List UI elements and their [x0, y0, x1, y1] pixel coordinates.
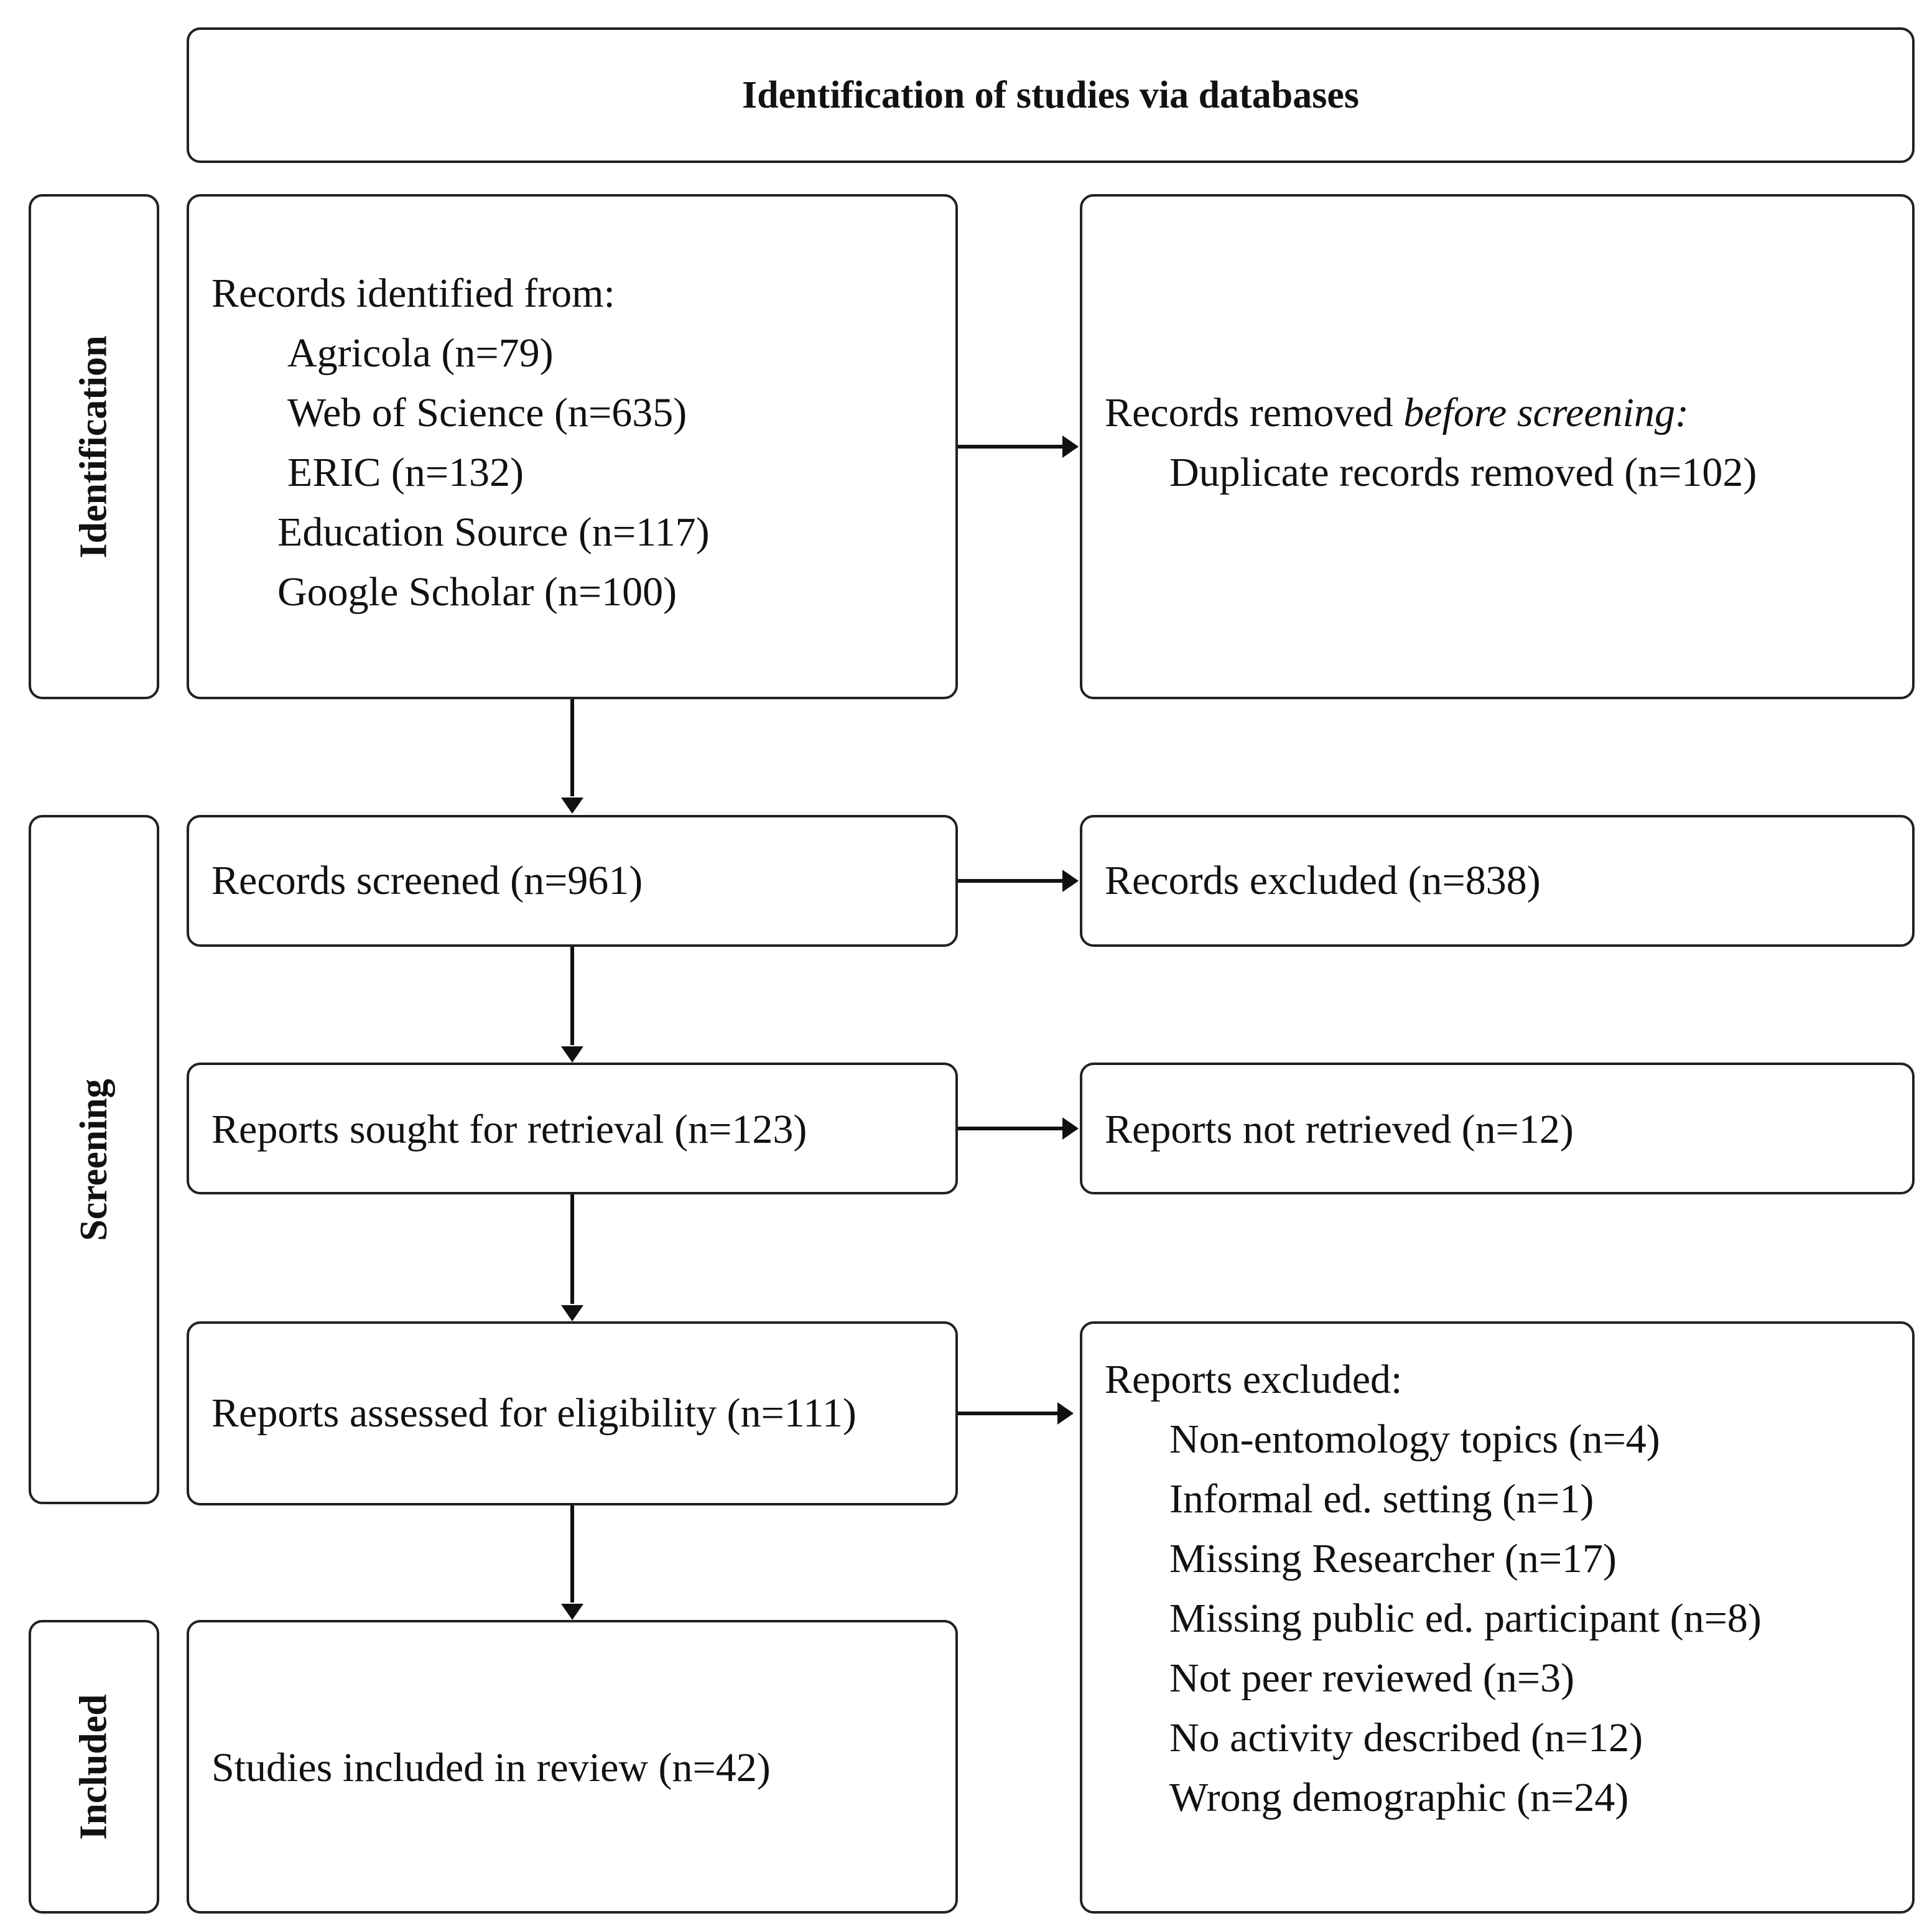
reports-not-retrieved-text: Reports not retrieved (n=12) [1105, 1107, 1574, 1152]
reports-excluded-title: Reports excluded: [1105, 1357, 1403, 1402]
arrowhead-identified-to-removed [1062, 435, 1079, 458]
arrowhead-identified-to-screened [561, 798, 583, 814]
phase-included: Included [29, 1620, 159, 1914]
studies-included-text: Studies included in review (n=42) [211, 1745, 771, 1790]
exclusion-reason: Not peer reviewed (n=3) [1169, 1655, 1575, 1701]
records-identified-box: Records identified from: Agricola (n=79)… [187, 194, 958, 699]
arrowhead-sought-to-assessed [561, 1305, 583, 1321]
source-google-scholar: Google Scholar (n=100) [277, 569, 677, 615]
records-removed-prefix: Records removed [1105, 390, 1404, 435]
source-web-of-science: Web of Science (n=635) [287, 390, 687, 435]
records-excluded-text: Records excluded (n=838) [1105, 858, 1541, 903]
arrowhead-screened-to-excluded [1062, 870, 1079, 892]
exclusion-reason: Wrong demographic (n=24) [1169, 1775, 1629, 1820]
records-removed-box: Records removed before screening: Duplic… [1080, 194, 1915, 699]
studies-included-box: Studies included in review (n=42) [187, 1620, 958, 1914]
reports-assessed-box: Reports assessed for eligibility (n=111) [187, 1321, 958, 1505]
records-excluded-box: Records excluded (n=838) [1080, 815, 1915, 947]
exclusion-reason: Missing Researcher (n=17) [1169, 1536, 1617, 1581]
source-education-source: Education Source (n=117) [277, 509, 710, 555]
duplicate-records-removed: Duplicate records removed (n=102) [1169, 450, 1757, 495]
arrowhead-assessed-to-reports-excluded [1057, 1402, 1074, 1425]
exclusion-reason: Informal ed. setting (n=1) [1169, 1476, 1594, 1522]
records-screened-box: Records screened (n=961) [187, 815, 958, 947]
phase-identification: Identification [29, 194, 159, 699]
reports-sought-text: Reports sought for retrieval (n=123) [211, 1107, 807, 1152]
exclusion-reason: Missing public ed. participant (n=8) [1169, 1596, 1762, 1641]
diagram-title: Identification of studies via databases [741, 73, 1360, 116]
source-eric: ERIC (n=132) [287, 450, 524, 495]
exclusion-reason: Non-entomology topics (n=4) [1169, 1417, 1660, 1462]
reports-sought-box: Reports sought for retrieval (n=123) [187, 1063, 958, 1194]
phase-screening: Screening [29, 815, 159, 1504]
exclusion-reason: No activity described (n=12) [1169, 1715, 1643, 1761]
reports-assessed-text: Reports assessed for eligibility (n=111) [211, 1390, 857, 1436]
records-removed-emphasis: before screening: [1403, 390, 1689, 435]
arrowhead-screened-to-sought [561, 1046, 583, 1063]
arrowhead-assessed-to-included [561, 1604, 583, 1620]
reports-not-retrieved-box: Reports not retrieved (n=12) [1080, 1063, 1915, 1194]
arrowhead-sought-to-not-retrieved [1062, 1117, 1079, 1140]
records-identified-title: Records identified from: [211, 271, 615, 316]
records-screened-text: Records screened (n=961) [211, 858, 643, 903]
source-agricola: Agricola (n=79) [287, 330, 554, 376]
records-removed-heading: Records removed before screening: [1105, 383, 1757, 443]
header-box: Identification of studies via databases [187, 27, 1915, 163]
reports-excluded-box: Reports excluded: Non-entomology topics … [1080, 1321, 1915, 1914]
